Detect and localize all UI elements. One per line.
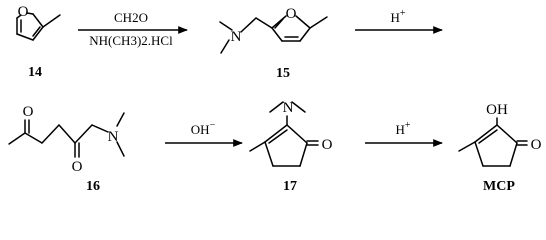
compound-15-nitrogen: N — [231, 29, 242, 45]
reagent-hydroxide: OH− — [191, 120, 216, 137]
compound-17-nitrogen: N — [283, 100, 294, 116]
compound-16: O O N 16 — [8, 104, 125, 194]
compound-14-label: 14 — [28, 65, 42, 80]
compound-16-ketone-oxygen-1: O — [23, 104, 34, 120]
compound-17-structure — [249, 101, 319, 167]
compound-14-structure — [16, 12, 61, 41]
reaction-arrow-3: OH− — [165, 120, 243, 147]
compound-15-structure — [219, 15, 328, 54]
compound-17-oxygen: O — [322, 137, 333, 153]
compound-14: O 14 — [16, 4, 61, 80]
compound-15: N O 15 — [219, 6, 328, 81]
reagent-acid-1: H+ — [390, 8, 405, 25]
compound-16-nitrogen: N — [108, 129, 119, 145]
compound-17: N O 17 — [249, 100, 333, 194]
reaction-arrow-4: H+ — [365, 120, 443, 147]
compound-mcp-label: MCP — [483, 179, 515, 194]
reagent-formaldehyde: CH2O — [114, 10, 148, 25]
reaction-arrow-1: CH2O NH(CH3)2.HCl — [78, 10, 188, 48]
compound-16-label: 16 — [86, 179, 100, 194]
compound-16-ketone-oxygen-2: O — [72, 159, 83, 175]
reaction-arrow-2: H+ — [355, 8, 443, 34]
compound-mcp-structure — [458, 117, 528, 167]
compound-15-label: 15 — [276, 66, 290, 81]
reagent-acid-2: H+ — [395, 120, 410, 137]
reagent-dimethylamine-hcl: NH(CH3)2.HCl — [89, 33, 173, 48]
compound-16-structure — [8, 112, 125, 158]
compound-17-label: 17 — [283, 179, 297, 194]
compound-mcp-hydroxyl: OH — [486, 102, 508, 118]
reaction-scheme: O 14 CH2O NH(CH3)2.HCl N O 15 — [8, 4, 542, 194]
compound-mcp: OH O MCP — [458, 102, 542, 194]
compound-14-oxygen: O — [18, 4, 29, 20]
compound-15-oxygen: O — [286, 6, 297, 22]
compound-mcp-oxygen: O — [531, 137, 542, 153]
